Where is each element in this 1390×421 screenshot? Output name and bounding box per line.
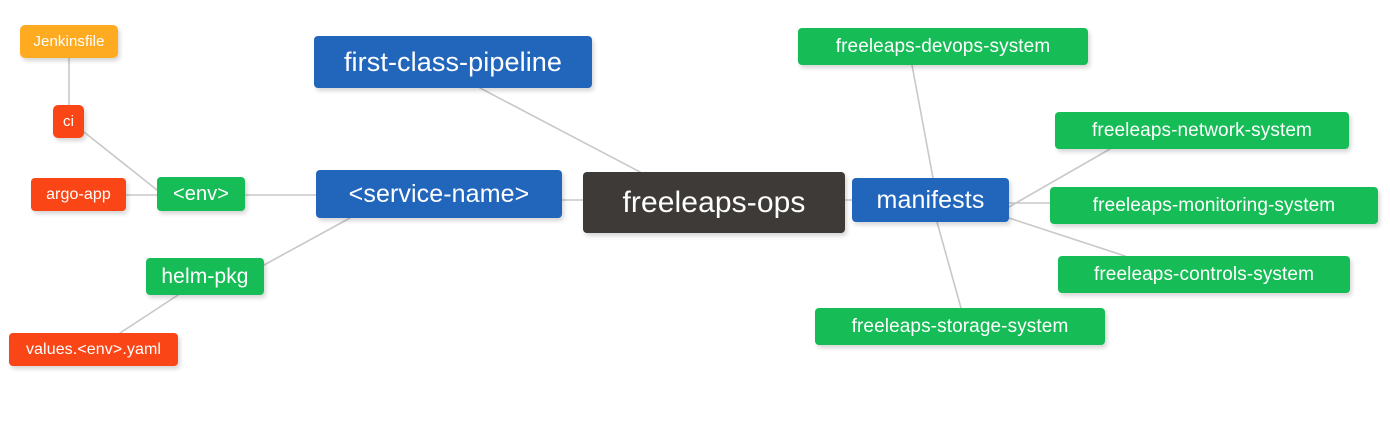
- node-label-argo-app: argo-app: [46, 185, 111, 203]
- node-argo-app[interactable]: argo-app: [31, 178, 126, 211]
- node-label-manifests: manifests: [876, 185, 985, 214]
- node-label-freeleaps-ops: freeleaps-ops: [622, 185, 806, 219]
- node-label-freeleaps-controls-system: freeleaps-controls-system: [1093, 264, 1315, 285]
- node-label-freeleaps-storage-system: freeleaps-storage-system: [851, 316, 1069, 337]
- node-freeleaps-network-system[interactable]: freeleaps-network-system: [1055, 112, 1349, 149]
- node-freeleaps-monitoring-system[interactable]: freeleaps-monitoring-system: [1050, 187, 1378, 224]
- node-label-helm-pkg: helm-pkg: [161, 265, 249, 288]
- edge-helm-pkg-to-service-name: [263, 217, 351, 266]
- edge-values-yaml-to-helm-pkg: [119, 294, 179, 334]
- node-label-freeleaps-network-system: freeleaps-network-system: [1092, 120, 1312, 141]
- node-label-env: <env>: [172, 183, 230, 205]
- node-label-values-yaml: values.<env>.yaml: [25, 340, 162, 358]
- node-freeleaps-storage-system[interactable]: freeleaps-storage-system: [815, 308, 1105, 345]
- node-freeleaps-controls-system[interactable]: freeleaps-controls-system: [1058, 256, 1350, 293]
- node-label-service-name: <service-name>: [348, 179, 530, 208]
- node-first-class-pipeline[interactable]: first-class-pipeline: [314, 36, 592, 88]
- node-label-jenkinsfile: Jenkinsfile: [33, 33, 105, 50]
- node-manifests[interactable]: manifests: [852, 178, 1009, 222]
- node-label-ci: ci: [62, 113, 75, 130]
- edge-first-class-pipeline-to-freeleaps-ops: [479, 87, 641, 173]
- edge-manifests-to-freeleaps-storage-system: [936, 221, 962, 309]
- node-env[interactable]: <env>: [157, 177, 245, 211]
- node-label-freeleaps-monitoring-system: freeleaps-monitoring-system: [1092, 195, 1336, 216]
- node-label-freeleaps-devops-system: freeleaps-devops-system: [835, 36, 1051, 57]
- node-freeleaps-ops[interactable]: freeleaps-ops: [583, 172, 845, 233]
- node-jenkinsfile[interactable]: Jenkinsfile: [20, 25, 118, 58]
- node-label-first-class-pipeline: first-class-pipeline: [343, 46, 563, 77]
- edge-manifests-to-freeleaps-devops-system: [911, 64, 934, 179]
- node-helm-pkg[interactable]: helm-pkg: [146, 258, 264, 295]
- node-values-yaml[interactable]: values.<env>.yaml: [9, 333, 178, 366]
- node-service-name[interactable]: <service-name>: [316, 170, 562, 218]
- node-freeleaps-devops-system[interactable]: freeleaps-devops-system: [798, 28, 1088, 65]
- node-ci[interactable]: ci: [53, 105, 84, 138]
